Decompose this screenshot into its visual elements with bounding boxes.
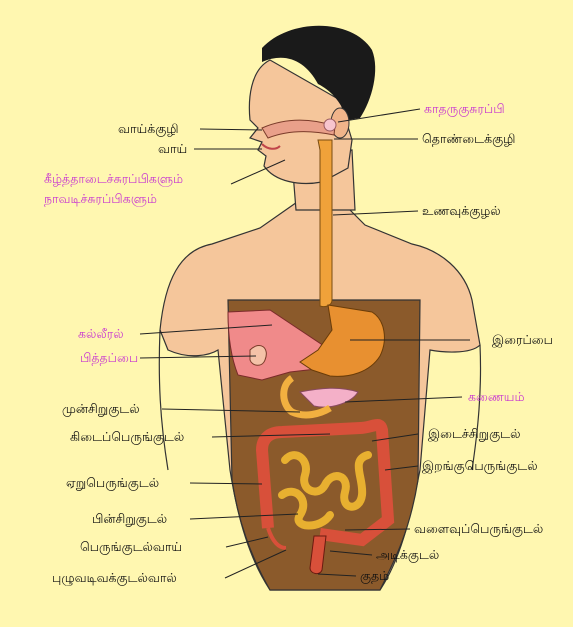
parotid-gland-shape xyxy=(324,119,336,131)
label-stomach: இரைப்பை xyxy=(492,332,553,348)
label-liver: கல்லீரல் xyxy=(78,326,124,342)
label-duodenum: முன்சிறுகுடல் xyxy=(62,401,140,417)
label-ileum: பின்சிறுகுடல் xyxy=(92,511,167,527)
label-pharynx: தொண்டைக்குழி xyxy=(422,131,515,147)
gallbladder xyxy=(250,345,266,365)
label-transverse-colon: கிடைப்பெருங்குடல் xyxy=(70,429,184,445)
esophagus-tube xyxy=(318,140,332,307)
label-pancreas: கணையம் xyxy=(468,389,525,405)
label-glands-line2: நாவடிச்சுரப்பிகளும் xyxy=(44,191,157,207)
label-anus: குதம் xyxy=(360,568,389,584)
label-ascending-colon: ஏறுபெருங்குடல் xyxy=(66,475,159,491)
label-sigmoid-colon: வளைவுப்பெருங்குடல் xyxy=(414,521,543,537)
label-glands-line1: கீழ்த்தாடைச்சுரப்பிகளும் xyxy=(44,171,183,187)
label-appendix: புழுவடிவக்குடல்வால் xyxy=(52,570,177,586)
label-cecum: பெருங்குடல்வாய் xyxy=(80,539,182,555)
left-arm xyxy=(159,330,168,470)
label-jejunum: இடைச்சிறுகுடல் xyxy=(428,426,520,442)
label-rectum: அடிக்குடல் xyxy=(376,547,439,563)
label-descending-colon: இறங்குபெருங்குடல் xyxy=(422,458,538,474)
label-mouth: வாய் xyxy=(158,141,187,157)
label-mouth-cavity: வாய்க்குழி xyxy=(118,121,179,137)
label-esophagus: உணவுக்குழல் xyxy=(422,203,501,219)
label-parotid-gland: காதருகுசுரப்பி xyxy=(424,101,505,117)
label-gallbladder: பித்தப்பை xyxy=(80,350,138,366)
right-arm xyxy=(472,345,481,470)
